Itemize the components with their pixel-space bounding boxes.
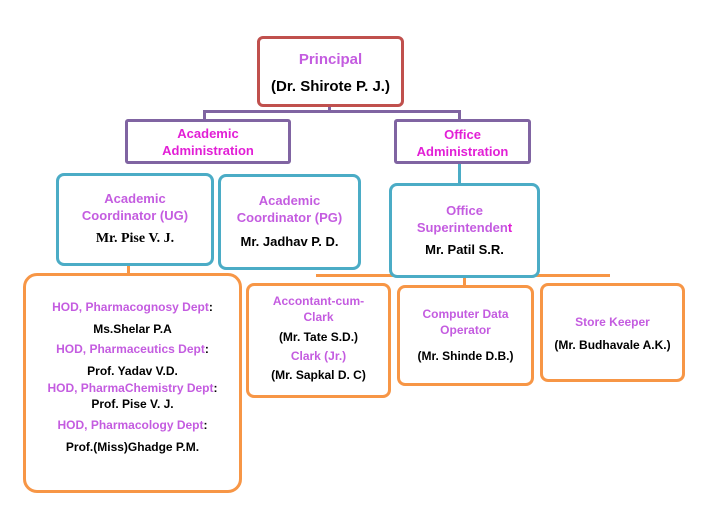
connector-principal-down <box>328 107 331 112</box>
connector-admin-horizontal <box>203 110 461 113</box>
hod-item: HOD, Pharmacognosy Dept: Ms.Shelar P.A <box>26 299 239 339</box>
hod-name: Prof.(Miss)Ghadge P.M. <box>65 440 200 454</box>
academic-administration-box: Academic Administration <box>125 119 291 164</box>
hod-box: HOD, Pharmacognosy Dept: Ms.Shelar P.A H… <box>23 273 242 493</box>
store-keeper-title: Store Keeper <box>575 315 650 329</box>
connector-office-to-sup <box>458 163 461 185</box>
clerk-name-1: (Mr. Tate S.D.) <box>278 330 359 344</box>
operator-line2: Operator <box>440 323 491 337</box>
hod-colon: : <box>203 418 208 432</box>
office-superintendent-box: Office Superintendent Mr. Patil S.R. <box>389 183 540 278</box>
academic-admin-line2: Administration <box>162 143 254 158</box>
coordinator-pg-box: Academic Coordinator (PG) Mr. Jadhav P. … <box>218 174 361 270</box>
coordinator-ug-box: Academic Coordinator (UG) Mr. Pise V. J. <box>56 173 214 266</box>
connector-academic-drop <box>203 110 206 120</box>
coordinator-pg-name: Mr. Jadhav P. D. <box>240 234 339 249</box>
clerk-name-2: (Mr. Sapkal D. C) <box>271 368 366 382</box>
store-keeper-box: Store Keeper (Mr. Budhavale A.K.) <box>540 283 685 382</box>
store-keeper-name: (Mr. Budhavale A.K.) <box>554 338 671 352</box>
hod-dept-label: HOD, PharmaChemistry Dept <box>47 381 214 395</box>
principal-title: Principal <box>298 51 363 68</box>
hod-name: Prof. Pise V. J. <box>91 397 174 411</box>
office-administration-box: Office Administration <box>394 119 531 164</box>
superintendent-line2: Superintendent <box>392 219 537 236</box>
superintendent-name: Mr. Patil S.R. <box>425 242 504 257</box>
connector-ug-to-hod <box>127 265 130 274</box>
coordinator-ug-line2: Coordinator (UG) <box>81 208 189 223</box>
superintendent-line1: Office <box>446 203 483 218</box>
hod-colon: : <box>204 342 209 356</box>
hod-colon: : <box>213 381 218 395</box>
clerk-title-line2: Clark <box>303 310 334 324</box>
hod-colon: : <box>208 300 213 314</box>
hod-name: Prof. Yadav V.D. <box>87 364 178 378</box>
connector-office-drop <box>458 110 461 120</box>
superintendent-line2-end: t <box>507 220 513 235</box>
superintendent-line2-main: Superintenden <box>416 220 508 235</box>
coordinator-pg-line2: Coordinator (PG) <box>236 210 343 225</box>
office-admin-line1: Office <box>444 127 481 142</box>
coordinator-pg-line1: Academic <box>258 193 321 208</box>
hod-item: HOD, Pharmacology Dept: Prof.(Miss)Ghadg… <box>26 417 239 457</box>
principal-name: (Dr. Shirote P. J.) <box>271 78 390 95</box>
hod-name: Ms.Shelar P.A <box>93 322 172 336</box>
clerk-box: Accontant-cum- Clark (Mr. Tate S.D.) Cla… <box>246 283 391 398</box>
hod-item: HOD, PharmaChemistry Dept: Prof. Pise V.… <box>26 381 239 412</box>
office-admin-line2: Administration <box>416 144 509 159</box>
coordinator-ug-line1: Academic <box>104 191 166 206</box>
clerk-jr-title: Clark (Jr.) <box>290 349 347 363</box>
academic-admin-line1: Academic <box>177 126 239 141</box>
hod-dept-label: HOD, Pharmacognosy Dept <box>52 300 209 314</box>
operator-line1: Computer Data <box>422 307 509 321</box>
connector-sup-down <box>463 277 466 285</box>
hod-dept-label: HOD, Pharmacology Dept <box>57 418 204 432</box>
clerk-title-line1: Accontant-cum- <box>272 294 365 308</box>
hod-item: HOD, Pharmaceutics Dept: Prof. Yadav V.D… <box>26 341 239 381</box>
operator-name: (Mr. Shinde D.B.) <box>417 349 514 363</box>
coordinator-ug-name: Mr. Pise V. J. <box>95 231 175 246</box>
principal-box: Principal (Dr. Shirote P. J.) <box>257 36 404 107</box>
hod-dept-label: HOD, Pharmaceutics Dept <box>56 342 205 356</box>
computer-operator-box: Computer Data Operator (Mr. Shinde D.B.) <box>397 285 534 386</box>
